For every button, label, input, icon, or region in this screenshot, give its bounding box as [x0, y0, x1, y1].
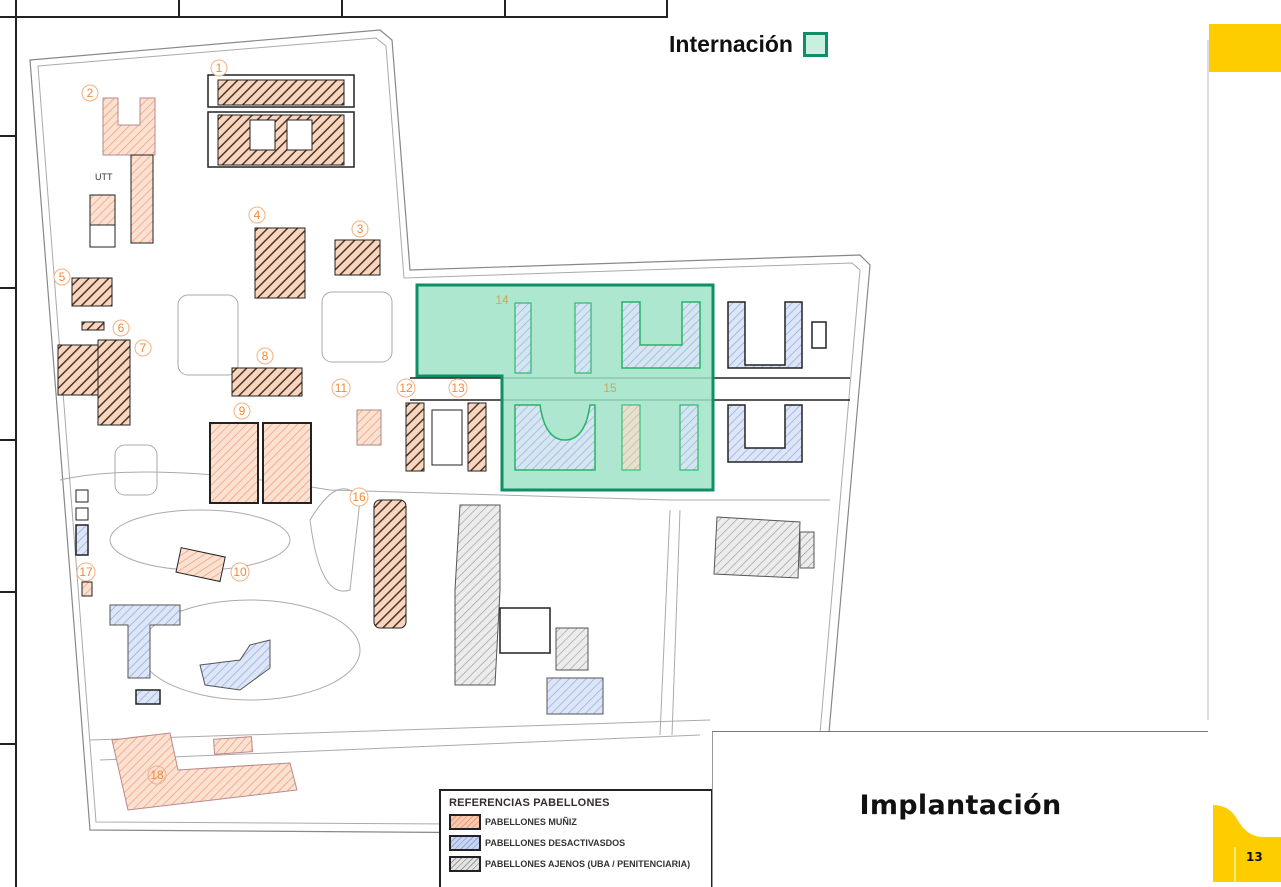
- hatch-swatch-orange-icon: [449, 814, 481, 830]
- internacion-legend: Internación: [669, 31, 828, 58]
- slide-title-box: Implantación: [712, 731, 1208, 887]
- svg-text:18: 18: [150, 768, 164, 782]
- svg-text:7: 7: [140, 341, 147, 355]
- svg-text:12: 12: [399, 381, 413, 395]
- reference-item-ajenos: PABELLONES AJENOS (UBA / PENITENCIARIA): [449, 856, 703, 872]
- frame-tick: [0, 439, 16, 441]
- svg-text:6: 6: [118, 321, 125, 335]
- right-divider: [1207, 40, 1209, 720]
- frame-cell: [180, 0, 343, 18]
- internacion-legend-label: Internación: [669, 31, 793, 57]
- svg-text:UTT: UTT: [95, 172, 113, 182]
- svg-text:10: 10: [233, 565, 247, 579]
- frame-cell: [343, 0, 506, 18]
- page-number: 13: [1246, 850, 1263, 864]
- frame-cell: [17, 0, 180, 18]
- svg-text:13: 13: [451, 381, 465, 395]
- svg-text:1: 1: [216, 61, 223, 75]
- svg-text:8: 8: [262, 349, 269, 363]
- svg-text:2: 2: [87, 86, 94, 100]
- internacion-legend-swatch: [802, 32, 828, 57]
- svg-text:5: 5: [59, 270, 66, 284]
- svg-text:17: 17: [79, 565, 93, 579]
- references-legend: REFERENCIAS PABELLONES PABELLONES MUÑIZ …: [439, 789, 713, 887]
- svg-text:14: 14: [495, 293, 509, 307]
- references-title: REFERENCIAS PABELLONES: [449, 797, 610, 809]
- svg-text:11: 11: [335, 381, 348, 395]
- reference-item-muniz: PABELLONES MUÑIZ: [449, 814, 703, 830]
- svg-text:16: 16: [352, 490, 366, 504]
- svg-text:15: 15: [603, 381, 617, 395]
- slide-title: Implantación: [859, 790, 1062, 821]
- drawing-frame-left: [15, 0, 17, 887]
- page-number-tab: [1213, 805, 1281, 882]
- frame-tick: [0, 287, 16, 289]
- frame-tick: [0, 135, 16, 137]
- frame-cell: [506, 0, 668, 18]
- accent-tab-top: [1209, 24, 1281, 72]
- drawing-frame-top: [0, 0, 668, 18]
- hatch-swatch-grey-icon: [449, 856, 481, 872]
- svg-text:4: 4: [254, 208, 261, 222]
- svg-text:3: 3: [357, 222, 364, 236]
- reference-item-desactivados: PABELLONES DESACTIVASDOS: [449, 835, 703, 851]
- svg-text:9: 9: [239, 404, 246, 418]
- hatch-swatch-blue-icon: [449, 835, 481, 851]
- frame-tick: [0, 591, 16, 593]
- site-plan-map: 1 2 3 4 5 6 7 8 9 10 11 12 13 14 15 16 1…: [29, 29, 871, 836]
- frame-tick: [0, 743, 16, 745]
